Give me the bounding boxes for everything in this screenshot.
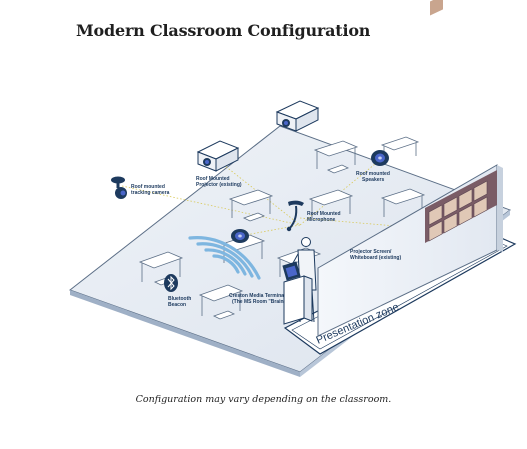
desk-back-left xyxy=(228,189,274,222)
projector-label-line1: Roof Mounted xyxy=(196,176,230,182)
screen-label-line2: Whiteboard (existing) xyxy=(350,255,401,261)
camera-label-line1: Roof mounted xyxy=(131,184,165,190)
podium xyxy=(283,275,313,325)
svg-text:Projector Screen/ Whiteb: Projector Screen/ Whiteboard (existing) xyxy=(350,249,401,261)
terminal-label-line1: Creston Media Terminal xyxy=(229,293,286,299)
microphone-icon xyxy=(286,200,304,232)
wifi-waves-icon xyxy=(188,236,261,280)
microphone-label-line1: Roof Mounted xyxy=(307,211,341,217)
desk-back-right xyxy=(380,136,420,160)
svg-text:Roof Mounted Microphone: Roof Mounted Microphone xyxy=(307,211,342,223)
beacon-label-line1: Bluetooth xyxy=(168,296,191,302)
svg-text:Creston Media Terminal (Th: Creston Media Terminal (The MS Room "Bra… xyxy=(229,293,288,305)
svg-text:Roof mounted Speakers: Roof mounted Speakers xyxy=(356,171,391,183)
speakers-label-line2: Speakers xyxy=(362,177,384,183)
beacon-label-line2: Beacon xyxy=(168,302,186,308)
microphone-label-line2: Microphone xyxy=(307,217,336,223)
caption: Configuration may vary depending on the … xyxy=(135,394,392,405)
tracking-camera-icon xyxy=(111,176,127,199)
roof-projector-icon xyxy=(196,140,240,172)
speaker-icon-2 xyxy=(231,229,249,243)
projector-icon xyxy=(275,100,320,132)
svg-text:Bluetooth Beacon: Bluetooth Beacon xyxy=(168,296,193,308)
video-call-tiles xyxy=(428,180,488,242)
desk-back-center xyxy=(313,140,359,174)
desk-front-left xyxy=(198,284,244,320)
speaker-icon xyxy=(371,150,389,166)
svg-text:Roof Mounted Projector (ex: Roof Mounted Projector (existing) xyxy=(196,176,242,188)
terminal-label-line2: (The MS Room "Brain") xyxy=(232,299,288,305)
desk-mid-right xyxy=(308,189,354,218)
connection-lines xyxy=(121,157,421,237)
projector-label-line2: Projector (existing) xyxy=(196,182,242,188)
speakers-label-line1: Roof mounted xyxy=(356,171,390,177)
floor-edge xyxy=(70,290,300,377)
projector-screen: Projector Screen/ Whiteboard (existing) xyxy=(317,0,503,337)
camera-label-line2: tracking camera xyxy=(131,190,170,196)
svg-text:Roof mounted tracking came: Roof mounted tracking camera xyxy=(131,184,170,196)
bluetooth-icon xyxy=(164,274,178,292)
screen-label-line1: Projector Screen/ xyxy=(350,249,392,255)
page-title: Modern Classroom Configuration xyxy=(76,21,371,40)
